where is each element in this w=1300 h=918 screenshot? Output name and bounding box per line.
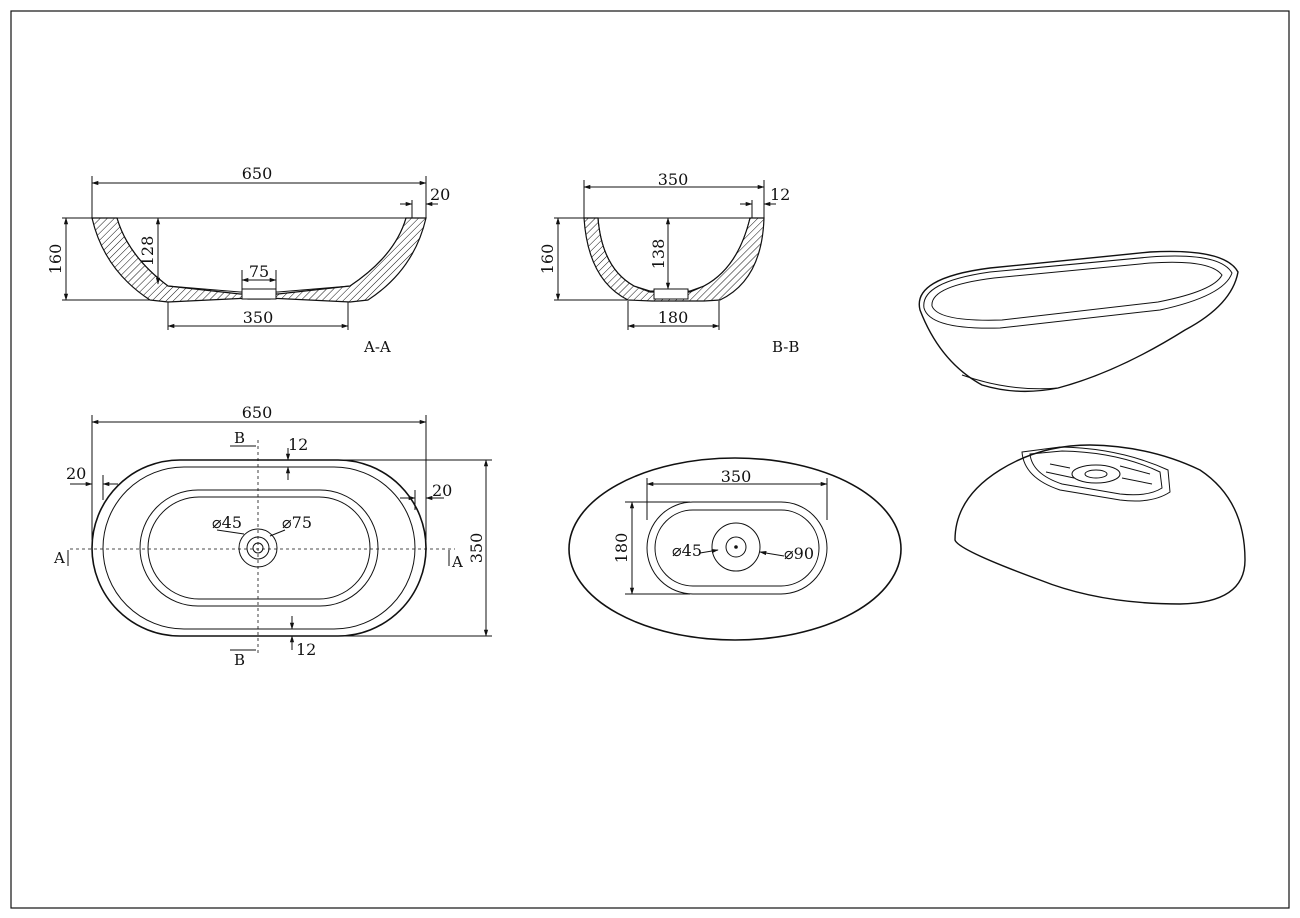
section-bb-width-dim: 350: [658, 170, 689, 189]
section-bb-rim-dim: 12: [770, 185, 790, 204]
bottom-view-drain-outer-dim: ⌀90: [784, 544, 814, 563]
section-marker-a-right: A: [451, 553, 463, 571]
top-view-rim-bottom-dim: 12: [296, 640, 316, 659]
section-marker-b-bottom: B: [234, 651, 245, 669]
top-view: ⌀45 ⌀75 650 350 20 20 12 12 B B: [53, 403, 492, 669]
section-marker-b-top: B: [234, 429, 245, 447]
section-bb-depth-dim: 138: [649, 239, 668, 270]
top-view-width-dim: 350: [467, 533, 486, 564]
top-view-length-dim: 650: [242, 403, 273, 422]
top-view-drain-outer-dim: ⌀75: [282, 513, 312, 532]
section-marker-a-left: A: [53, 549, 65, 567]
bottom-view-outline: [568, 457, 902, 641]
perspective-view-bottom: [954, 444, 1246, 605]
section-aa-rim-dim: 20: [430, 185, 450, 204]
section-aa-view: 650 20 160 128 75 350 A-A: [46, 164, 450, 356]
section-aa-height-dim: 160: [46, 244, 65, 275]
top-view-rim-top-dim: 12: [288, 435, 308, 454]
top-view-rim-right-dim: 20: [432, 481, 452, 500]
bottom-view-width-dim: 180: [612, 533, 631, 564]
section-aa-base-dim: 350: [243, 308, 274, 327]
bottom-view-length-dim: 350: [721, 467, 752, 486]
drawing-frame: [10, 10, 1290, 909]
section-bb-height-dim: 160: [538, 244, 557, 275]
section-bb-label: B-B: [772, 338, 799, 356]
section-aa-drain-dim: 75: [249, 262, 269, 281]
section-bb-base-dim: 180: [658, 308, 689, 327]
top-view-drain-inner-dim: ⌀45: [212, 513, 242, 532]
top-view-outer-outline: [91, 459, 427, 637]
section-aa-length-dim: 650: [242, 164, 273, 183]
section-aa-depth-dim: 128: [138, 236, 157, 267]
section-aa-label: A-A: [363, 338, 391, 356]
top-view-rim-left-dim: 20: [66, 464, 86, 483]
bottom-view-drain-inner-dim: ⌀45: [672, 541, 702, 560]
bottom-view: ⌀45 ⌀90 350 180: [568, 457, 902, 641]
perspective-view-top: [918, 250, 1239, 393]
section-bb-view: 350 12 160 138 180 B-B: [538, 170, 799, 356]
